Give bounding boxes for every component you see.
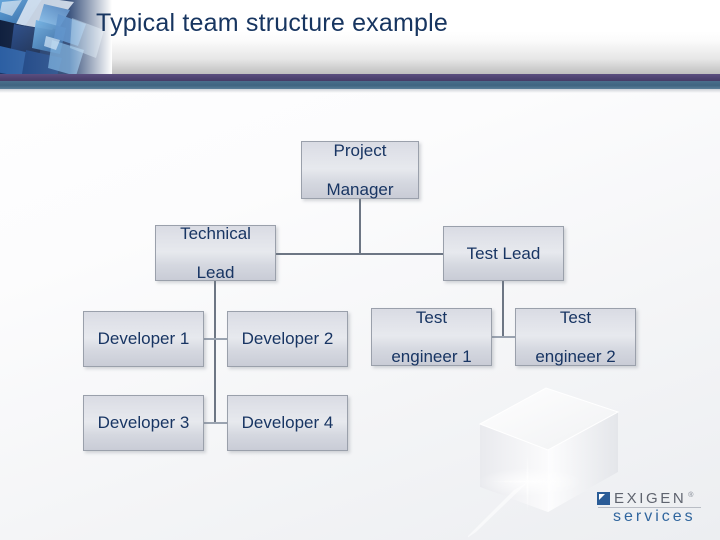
org-node-test-lead[interactable]: Test Lead — [443, 226, 564, 281]
connector-pm-vertical — [359, 199, 361, 254]
connector-technical-lead-vertical — [214, 281, 216, 424]
header-accent-strip-teal — [0, 81, 720, 89]
org-node-developer-2[interactable]: Developer 2 — [227, 311, 348, 367]
connector-lead-bus-horizontal — [276, 253, 444, 255]
connector-developer-row1-horizontal — [204, 338, 228, 340]
org-node-test-engineer-2[interactable]: Test engineer 2 — [515, 308, 636, 366]
org-node-label: Developer 4 — [241, 413, 334, 433]
logo-registered-mark: ® — [688, 492, 694, 499]
org-node-label-line2: engineer 2 — [535, 346, 616, 366]
exigen-services-logo: EXIGEN ® services — [597, 491, 703, 527]
org-node-label: Developer 1 — [97, 329, 190, 349]
org-node-label-line2: Lead — [196, 262, 235, 282]
org-node-label-line2: Manager — [326, 179, 394, 199]
org-node-label-line1: Test — [415, 308, 448, 328]
header-accent-strip-purple — [0, 74, 720, 81]
slide-header: Typical team structure example — [0, 0, 720, 74]
org-node-label-line1: Project — [333, 141, 387, 161]
logo-divider — [598, 507, 701, 508]
blue-crystal-graphic-icon — [0, 0, 112, 74]
org-chart: Project Manager Technical Lead Test Lead… — [0, 93, 720, 540]
org-node-technical-lead[interactable]: Technical Lead — [155, 224, 276, 282]
org-node-label-line1: Technical — [180, 224, 251, 244]
org-node-developer-4[interactable]: Developer 4 — [227, 395, 348, 451]
connector-test-engineer-horizontal — [492, 336, 516, 338]
logo-tagline: services — [613, 508, 696, 525]
org-node-developer-1[interactable]: Developer 1 — [83, 311, 204, 367]
org-node-label: Developer 2 — [241, 329, 334, 349]
page-title: Typical team structure example — [96, 9, 448, 37]
org-node-label: Test Lead — [466, 243, 541, 263]
org-node-label-line1: Test — [559, 308, 592, 328]
org-node-test-engineer-1[interactable]: Test engineer 1 — [371, 308, 492, 366]
blue-square-mark-icon — [597, 492, 610, 505]
connector-developer-row2-horizontal — [204, 422, 228, 424]
org-node-label: Developer 3 — [97, 413, 190, 433]
org-node-label-line2: engineer 1 — [391, 346, 472, 366]
org-node-developer-3[interactable]: Developer 3 — [83, 395, 204, 451]
logo-wordmark: EXIGEN — [614, 490, 687, 507]
header-strip-shadow — [0, 89, 720, 93]
org-node-project-manager[interactable]: Project Manager — [301, 141, 419, 199]
connector-test-lead-vertical — [502, 281, 504, 337]
